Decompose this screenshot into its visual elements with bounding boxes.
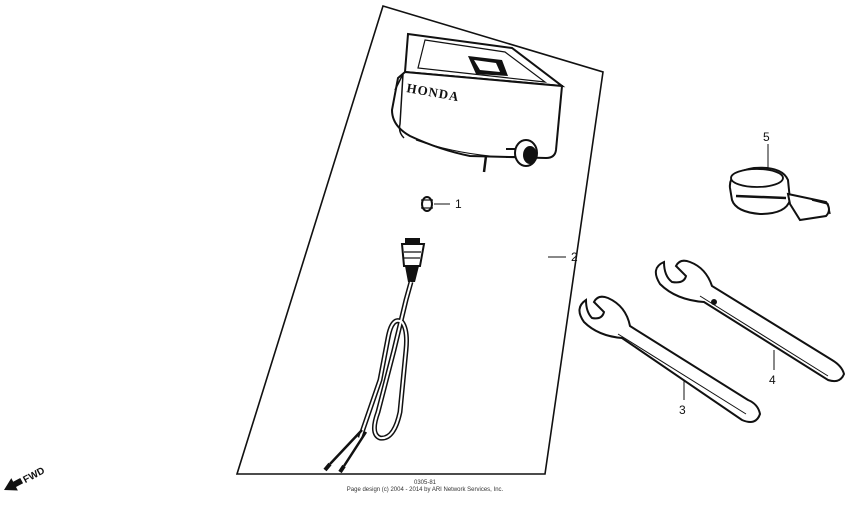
callout-3: 3 (679, 403, 686, 417)
part-code: 0305-81 (413, 480, 437, 486)
meter-housing (390, 32, 566, 173)
footer: 0305-81 Page design (c) 2004 - 2014 by A… (0, 480, 850, 494)
callout-2: 2 (571, 250, 578, 264)
callout-1: 1 (455, 197, 462, 211)
callout-5: 5 (763, 130, 770, 144)
clip-part-1 (421, 196, 433, 212)
spanner-wrench-part-3 (578, 295, 762, 423)
sensor-cable (323, 238, 426, 474)
spanner-wrench-part-4 (654, 259, 846, 383)
callout-4: 4 (769, 373, 776, 387)
copyright-text: Page design (c) 2004 - 2014 by ARI Netwo… (346, 487, 504, 493)
assembly-outline (235, 5, 604, 475)
cap-part-5 (728, 166, 831, 222)
